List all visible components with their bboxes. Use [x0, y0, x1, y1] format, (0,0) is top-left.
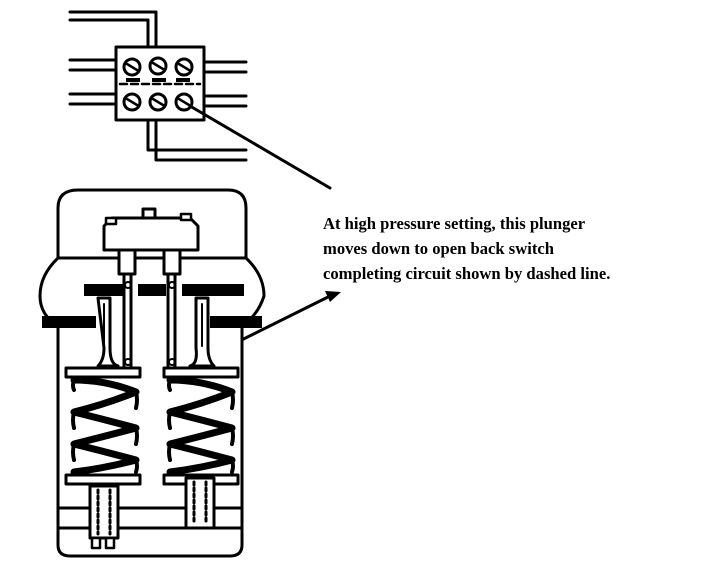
plunger-left [117, 248, 137, 368]
annotation-line: At high pressure setting, this plunger [323, 214, 586, 233]
rocker-cap-knob [179, 212, 193, 222]
rocker-cap-knob [104, 216, 118, 226]
wire-bottom [146, 108, 248, 162]
coil-spring-right [166, 376, 236, 476]
annotation-text: At high pressure setting, this plunger m… [323, 211, 686, 286]
screw-slots [125, 61, 191, 107]
adjusting-screw-right [184, 476, 216, 530]
rocker-cap-knob [141, 207, 157, 220]
wire-top [68, 10, 158, 57]
annotation-line: completing circuit shown by dashed line. [323, 264, 611, 283]
top-cover-blocks [84, 284, 244, 296]
plunger-right [162, 248, 182, 368]
wire-left-lower [68, 92, 122, 106]
leader-line-to-switch [188, 104, 332, 190]
guide-rods [96, 296, 216, 368]
coil-spring-left [70, 376, 140, 476]
annotation-line: moves down to open back switch [323, 239, 554, 258]
gasket-band-left [42, 316, 96, 328]
adjusting-screw-left [88, 484, 120, 550]
rocker-cap [102, 216, 200, 252]
switch-wiring-block [68, 10, 248, 162]
contact-bars [126, 78, 190, 82]
switch-housing [38, 188, 266, 558]
arrowhead-icon [325, 291, 341, 302]
gasket-band-right [210, 316, 262, 328]
wire-left-upper [68, 58, 122, 72]
